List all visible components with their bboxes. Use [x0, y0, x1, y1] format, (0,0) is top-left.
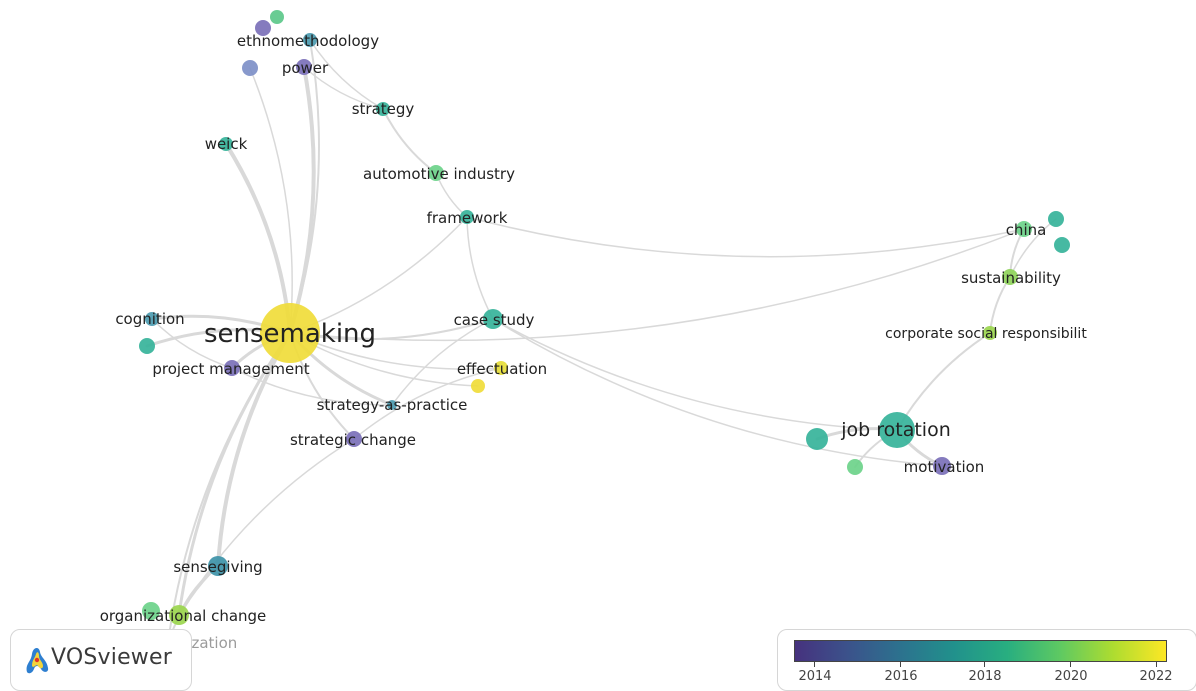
- node-label-automotive[interactable]: automotive industry: [363, 165, 515, 183]
- node-sensemaking[interactable]: [260, 303, 320, 363]
- legend-tick: [984, 662, 985, 667]
- node-strategy[interactable]: [376, 102, 390, 116]
- edge-sensemaking-ethnomethodology: [289, 39, 320, 334]
- edge-case_study-motivation: [492, 318, 943, 467]
- edge-sensemaking-china: [289, 228, 1025, 342]
- edge-sensemaking-sensegiving: [216, 331, 292, 568]
- node-strat-change[interactable]: [346, 431, 362, 447]
- node-label-strat-change[interactable]: strategic change: [290, 431, 416, 449]
- legend-tick-label: 2014: [798, 669, 832, 684]
- node-framework[interactable]: [460, 210, 474, 224]
- legend-tick: [1156, 662, 1157, 667]
- edge-power-strategy: [303, 66, 384, 110]
- edge-ethnomethodology-strategy: [309, 39, 384, 110]
- node-label-framework[interactable]: framework: [427, 209, 508, 227]
- node-label-project-mgmt[interactable]: project management: [152, 360, 309, 378]
- edge-strat_change-org_change: [178, 438, 355, 616]
- edge-effectuation-strat_change: [353, 367, 502, 440]
- node-weick[interactable]: [219, 137, 233, 151]
- edge-case_study-job_rotation: [492, 318, 898, 431]
- node-effectuation[interactable]: [494, 361, 508, 375]
- node-n-ch2[interactable]: [1054, 237, 1070, 253]
- node-label-sensemaking[interactable]: sensemaking: [204, 319, 376, 349]
- legend-tick-label: 2016: [884, 669, 918, 684]
- node-label-sustainability[interactable]: sustainability: [961, 269, 1061, 287]
- node-sustainability[interactable]: [1002, 269, 1018, 285]
- vosviewer-logo[interactable]: VOSviewer: [10, 629, 192, 691]
- node-motivation[interactable]: [933, 457, 951, 475]
- node-n-jr-green[interactable]: [847, 459, 863, 475]
- node-job-rotation[interactable]: [879, 412, 915, 448]
- node-n-top-green[interactable]: [270, 10, 284, 24]
- edge-sensemaking-framework: [289, 216, 468, 334]
- node-ethnomethodology[interactable]: [303, 33, 317, 47]
- edge-cognition-project_mgmt: [151, 318, 233, 369]
- node-label-effectuation[interactable]: effectuation: [457, 360, 547, 378]
- node-strat-practice[interactable]: [387, 400, 397, 410]
- node-cognition[interactable]: [145, 312, 159, 326]
- node-n-teal-left[interactable]: [139, 338, 155, 354]
- node-n-green-org[interactable]: [142, 602, 160, 620]
- node-label-case-study[interactable]: case study: [454, 311, 535, 329]
- node-label-motivation[interactable]: motivation: [904, 458, 985, 476]
- vosviewer-logo-icon: [26, 648, 49, 674]
- node-label-cognition[interactable]: cognition: [115, 310, 184, 328]
- node-china[interactable]: [1016, 221, 1032, 237]
- node-label-weick[interactable]: weick: [205, 135, 248, 153]
- node-case-study[interactable]: [483, 309, 503, 329]
- node-label-strategy[interactable]: strategy: [352, 100, 415, 118]
- legend-tick-label: 2022: [1139, 669, 1173, 684]
- node-project-mgmt[interactable]: [224, 360, 240, 376]
- node-n-jr-left[interactable]: [806, 428, 828, 450]
- node-label-power[interactable]: power: [282, 59, 329, 77]
- edge-framework-china: [466, 216, 1025, 258]
- legend-tick: [900, 662, 901, 667]
- edge-project_mgmt-strat_practice: [231, 367, 393, 406]
- node-sensegiving[interactable]: [208, 556, 228, 576]
- node-label-strat-practice[interactable]: strategy-as-practice: [317, 396, 468, 414]
- node-label-csr[interactable]: corporate social responsibilit: [885, 326, 1087, 342]
- node-label-org-change[interactable]: organizational change: [100, 607, 267, 625]
- legend-tick: [1070, 662, 1071, 667]
- node-n-ch1[interactable]: [1048, 211, 1064, 227]
- edge-case_study-strat_practice: [391, 318, 494, 406]
- legend-tick: [814, 662, 815, 667]
- node-power[interactable]: [296, 59, 312, 75]
- node-automotive[interactable]: [428, 165, 444, 181]
- vosviewer-logo-text: VOSviewer: [51, 645, 172, 670]
- labels-layer: sensemaking ethnomethodology power strategy…: [95, 32, 1088, 652]
- color-legend: 2014 2016 2018 2020 2022: [777, 629, 1196, 691]
- edge-csr-job_rotation: [896, 332, 991, 431]
- color-scale-bar: [794, 640, 1167, 662]
- node-n-blue[interactable]: [242, 60, 258, 76]
- legend-tick-label: 2020: [1054, 669, 1088, 684]
- node-n-top-purple[interactable]: [255, 20, 271, 36]
- node-csr[interactable]: [983, 326, 997, 340]
- edge-framework-case_study: [466, 216, 494, 320]
- node-label-sensegiving[interactable]: sensegiving: [173, 558, 262, 576]
- node-n-yellow[interactable]: [471, 379, 485, 393]
- edge-sensemaking-police_org: [167, 332, 291, 643]
- edge-strategy-automotive: [382, 108, 437, 174]
- node-label-ethnomethodology[interactable]: ethnomethodology: [237, 32, 379, 50]
- legend-tick-label: 2018: [968, 669, 1002, 684]
- node-org-change[interactable]: [169, 605, 189, 625]
- node-label-job-rotation[interactable]: job rotation: [840, 419, 951, 441]
- edge-sensemaking-n_blue: [249, 67, 293, 334]
- node-label-china[interactable]: china: [1006, 221, 1047, 239]
